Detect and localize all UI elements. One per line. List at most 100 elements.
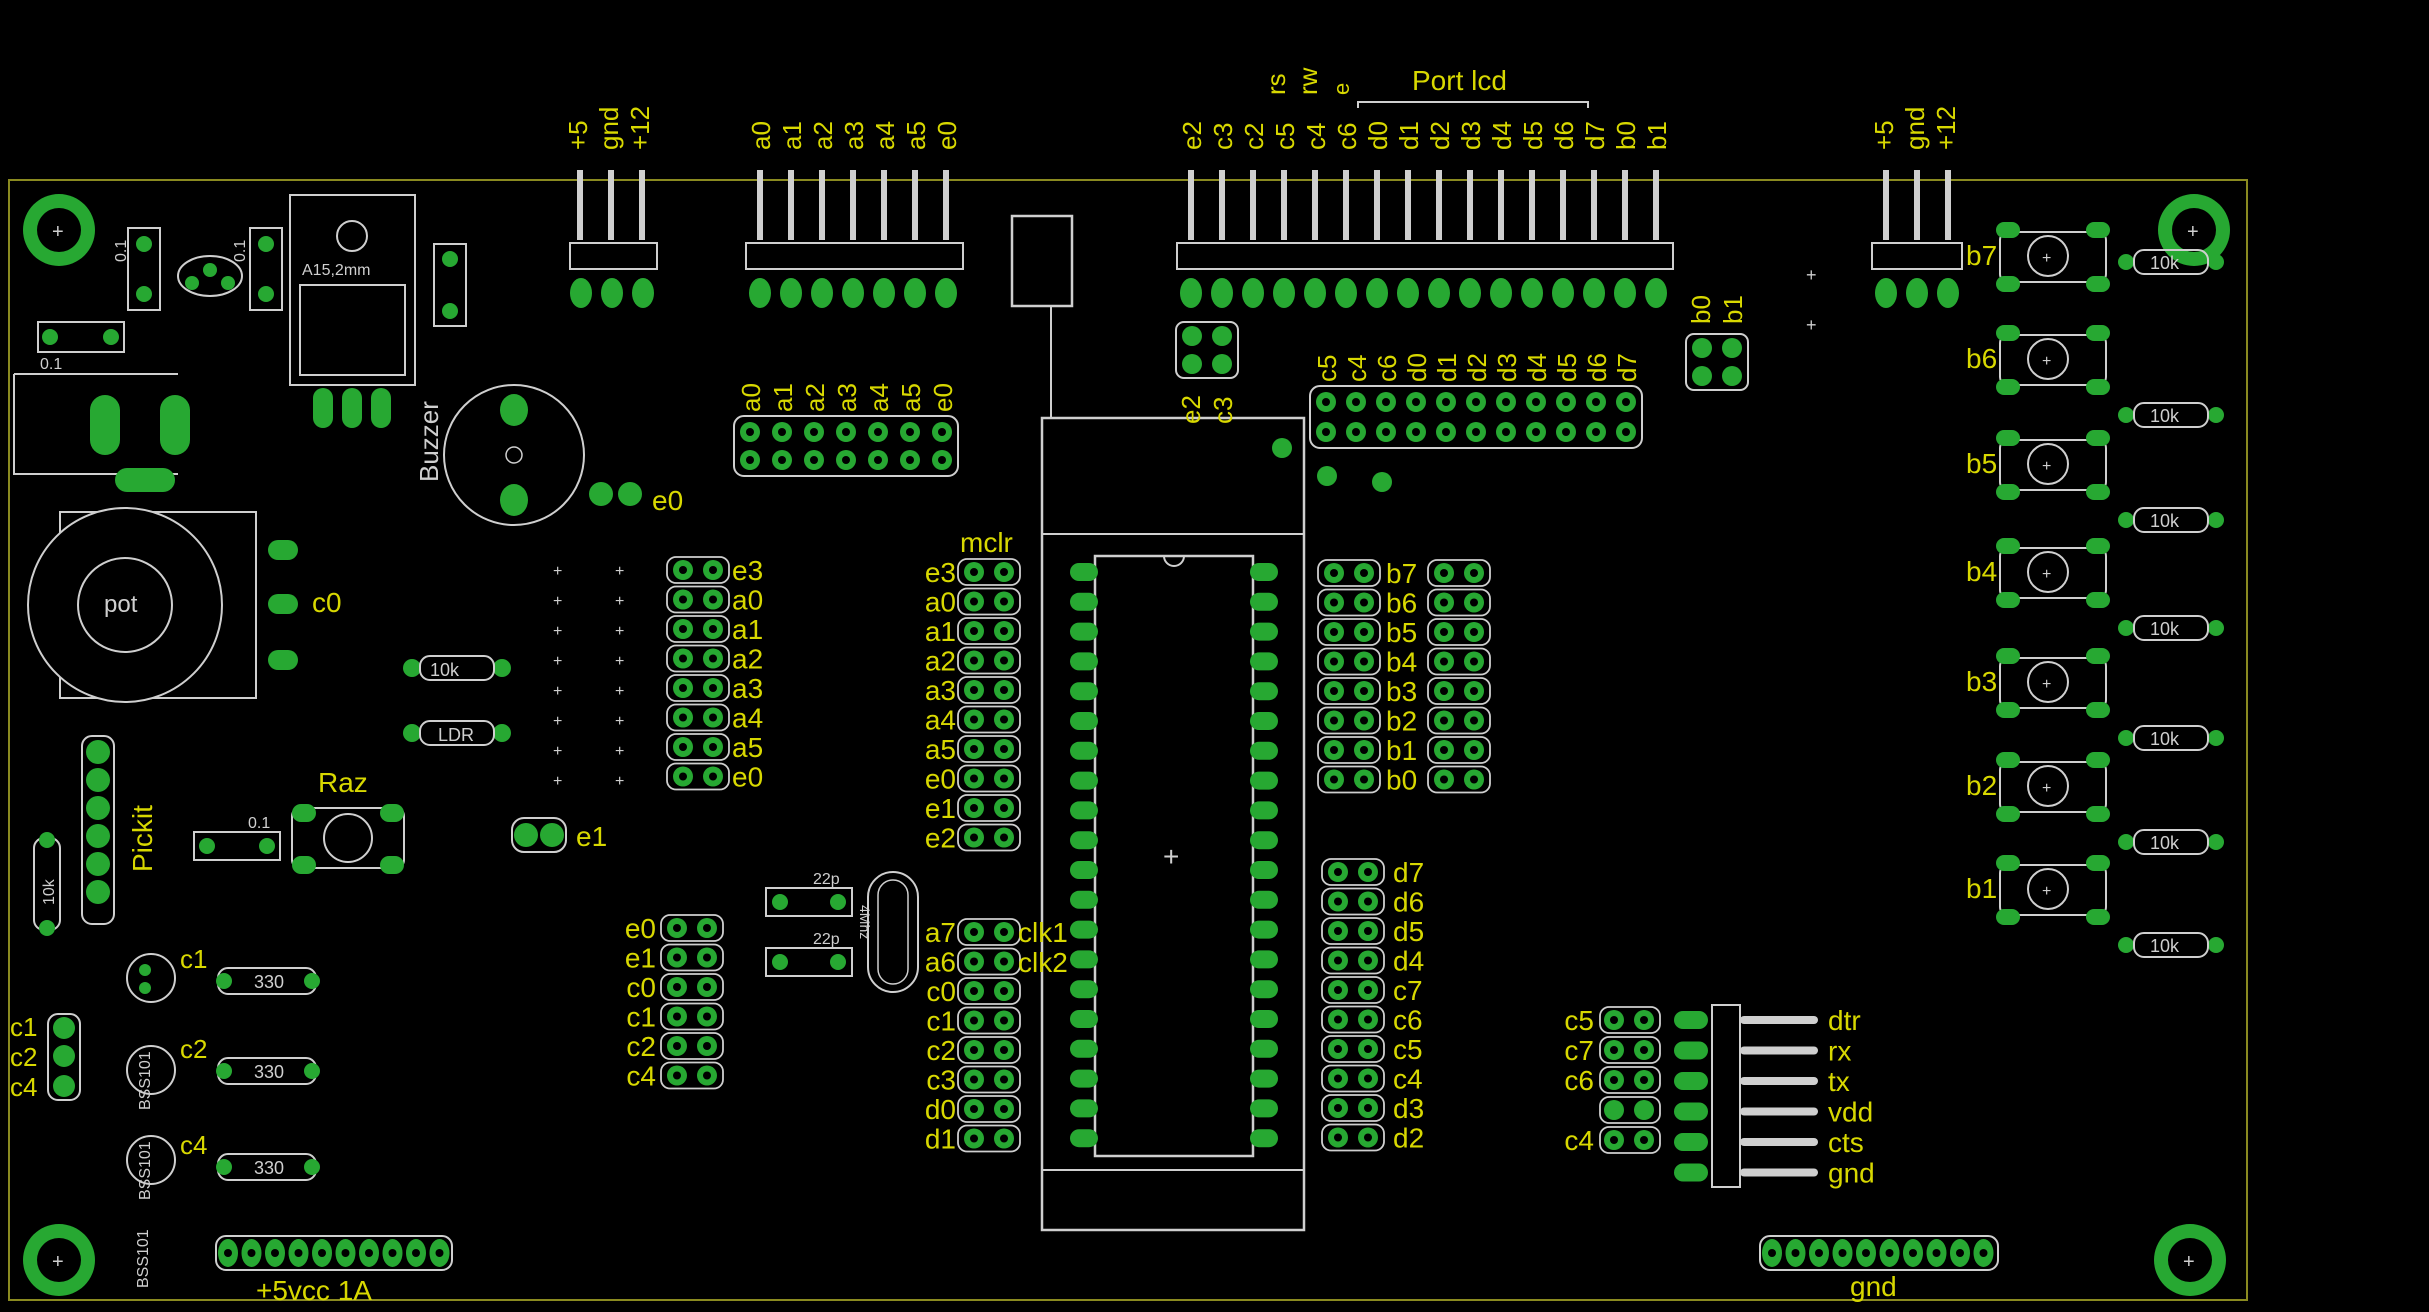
serial-pin-label: tx xyxy=(1828,1066,1850,1097)
svg-text:mclr: mclr xyxy=(960,527,1013,558)
pin-label: a5 xyxy=(901,121,931,150)
svg-text:22p: 22p xyxy=(813,871,840,888)
svg-text:+: + xyxy=(553,623,562,640)
svg-text:c2: c2 xyxy=(10,1042,37,1072)
pin-label: e0 xyxy=(928,383,958,412)
button-label: b5 xyxy=(1966,448,1997,479)
vcc-rail: +5vcc 1A xyxy=(215,1235,453,1306)
svg-text:+: + xyxy=(52,221,64,243)
svg-text:b1: b1 xyxy=(1718,295,1748,324)
pin-label: gnd xyxy=(594,107,624,150)
svg-text:b0: b0 xyxy=(1686,295,1716,324)
svg-text:e1: e1 xyxy=(576,821,607,852)
buzzer: Buzzer xyxy=(414,384,585,526)
pin-label: e2 xyxy=(925,823,956,854)
pin-label: b1 xyxy=(1386,735,1417,766)
e0-pads: e0 xyxy=(589,482,683,516)
board-outline xyxy=(8,179,2248,1301)
raz-button: Raz 0.1 xyxy=(193,767,405,874)
header-top-right: +5 gnd +12 xyxy=(1869,106,1963,308)
serial-left-label: c6 xyxy=(1564,1065,1594,1096)
serial-pin-label: cts xyxy=(1828,1127,1864,1158)
pin-label: d1 xyxy=(1394,121,1424,150)
pin-label: a5 xyxy=(925,734,956,765)
svg-text:+: + xyxy=(1806,315,1817,335)
pin-label: a6 xyxy=(925,947,956,978)
resistor-label: 10k xyxy=(2150,936,2180,956)
svg-text:+: + xyxy=(615,563,624,580)
svg-text:+: + xyxy=(2187,221,2199,243)
svg-text:BSS101: BSS101 xyxy=(137,1141,154,1200)
lcd-rw: rw xyxy=(1293,67,1323,95)
pin-label: e3 xyxy=(732,555,763,586)
clk-label: clk2 xyxy=(1018,947,1068,978)
pin-label: e0 xyxy=(732,762,763,793)
pin-label: d4 xyxy=(1393,946,1424,977)
pin-label: c5 xyxy=(1312,355,1342,382)
pin-label: d7 xyxy=(1393,857,1424,888)
svg-text:gnd: gnd xyxy=(1850,1271,1897,1302)
svg-text:0.1: 0.1 xyxy=(113,240,130,262)
svg-text:gnd: gnd xyxy=(1900,107,1930,150)
pin-label: c0 xyxy=(926,976,956,1007)
pin-label: d0 xyxy=(1363,121,1393,150)
pin-label: a5 xyxy=(732,732,763,763)
mcu-socket: + xyxy=(1010,214,1392,1232)
svg-text:10k: 10k xyxy=(41,878,58,905)
led-section: c1 c2 c4 330 330 330 BSS101 BSS101 BSS10… xyxy=(126,944,320,1288)
serial-pin-label: rx xyxy=(1828,1036,1851,1067)
pin-label: c5 xyxy=(1270,123,1300,150)
pin-label: d2 xyxy=(1425,121,1455,150)
svg-text:+: + xyxy=(553,593,562,610)
pin-label: a4 xyxy=(870,121,900,150)
svg-text:330: 330 xyxy=(254,972,284,992)
capacitors-top-left: 0.1 0.1 0.1 xyxy=(37,227,467,373)
pin-label: a3 xyxy=(839,121,869,150)
clk-label: clk1 xyxy=(1018,917,1068,948)
svg-text:c4: c4 xyxy=(10,1072,37,1102)
led-jumper: c1 c2 c4 xyxy=(10,1012,81,1102)
svg-text:+5: +5 xyxy=(1869,120,1899,150)
svg-text:Pickit: Pickit xyxy=(127,805,158,872)
pin-label: d6 xyxy=(1549,121,1579,150)
svg-text:+5vcc 1A: +5vcc 1A xyxy=(256,1275,372,1306)
svg-text:e2: e2 xyxy=(1176,395,1206,424)
svg-text:0.1: 0.1 xyxy=(248,815,270,832)
svg-text:+: + xyxy=(2042,353,2051,370)
svg-text:BSS101: BSS101 xyxy=(135,1229,152,1288)
svg-text:22p: 22p xyxy=(813,931,840,948)
svg-text:BSS101: BSS101 xyxy=(137,1051,154,1110)
svg-text:+: + xyxy=(553,713,562,730)
resistor-label: 10k xyxy=(2150,253,2180,273)
potentiometer: pot c0 xyxy=(27,507,342,703)
pin-label: +12 xyxy=(625,106,655,150)
pin-label: c7 xyxy=(1393,975,1423,1006)
pin-label: d3 xyxy=(1456,121,1486,150)
svg-text:c4: c4 xyxy=(180,1130,207,1160)
pin-label: a4 xyxy=(864,383,894,412)
pickit-header: Pickit 10k xyxy=(33,735,158,936)
pin-label: e2 xyxy=(1177,121,1207,150)
pin-label: c2 xyxy=(1239,123,1269,150)
pin-label: a0 xyxy=(732,585,763,616)
pin-label: d2 xyxy=(1462,353,1492,382)
pot-label: c0 xyxy=(312,587,342,618)
pin-label: c1 xyxy=(926,1006,956,1037)
svg-text:c1: c1 xyxy=(180,944,207,974)
pin-label: +5 xyxy=(563,120,593,150)
svg-text:A15,2mm: A15,2mm xyxy=(302,262,370,279)
button-label: b4 xyxy=(1966,556,1997,587)
svg-text:+: + xyxy=(1806,265,1817,285)
svg-text:pot: pot xyxy=(104,591,138,618)
gnd-rail: gnd xyxy=(1759,1235,1999,1302)
pin-label: a0 xyxy=(736,383,766,412)
pin-label: c4 xyxy=(626,1061,656,1092)
svg-text:+: + xyxy=(2183,1251,2195,1273)
header-top-left: +5 gnd +12 xyxy=(563,106,658,308)
